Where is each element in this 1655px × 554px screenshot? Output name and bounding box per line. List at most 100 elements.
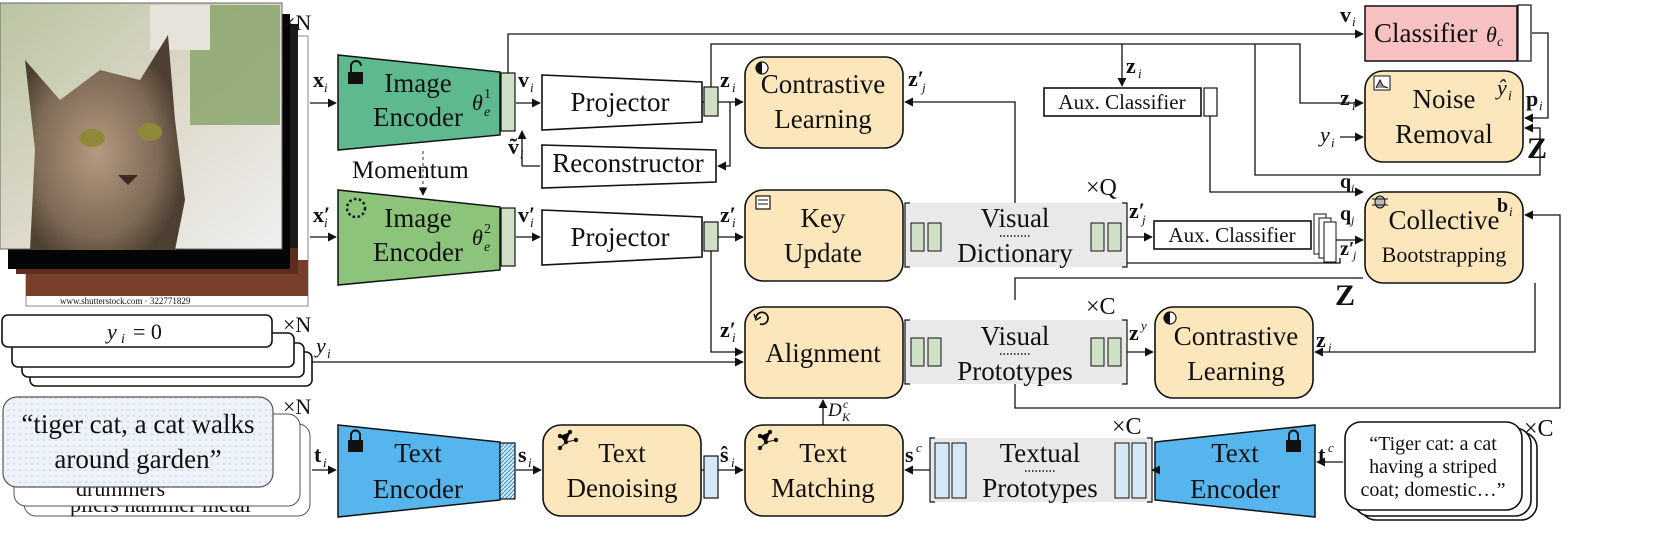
sym-zj-dict-sub: j (1140, 212, 1146, 227)
caption-line-2: around garden” (54, 444, 221, 474)
sym-z-contrastive2-sub: i (1328, 340, 1332, 355)
feature-aux2-stack-1 (1323, 221, 1337, 263)
collective-b-sub: i (1509, 204, 1513, 219)
image-encoder-1-param-sub: e (484, 105, 490, 120)
sym-d: D (827, 400, 842, 421)
half-circle-icon-fill (1164, 312, 1170, 324)
image-encoder-2-param-sub: e (484, 240, 490, 255)
projector-2-label: Projector (571, 222, 670, 252)
sym-d-sub: K (841, 410, 851, 424)
visual-dictionary-line2: Dictionary (957, 238, 1073, 268)
sym-z: z (720, 67, 730, 92)
sym-zj-dict: z′ (1129, 198, 1145, 223)
key-update-line1: Key (801, 203, 846, 233)
arrow-proto-collective (1014, 210, 1561, 409)
sym-sc-sup: c (916, 440, 922, 455)
momentum-label: Momentum (352, 157, 469, 184)
aux-classifier-2-label: Aux. Classifier (1168, 223, 1295, 247)
text-encoder-right: Text Encoder (1154, 424, 1316, 518)
sym-zp: z′ (720, 202, 736, 227)
caption-stack-mult: ×N (283, 394, 311, 419)
sym-vt: ṽ (508, 134, 519, 159)
text-matching: Text Matching (744, 424, 904, 517)
connectors (310, 29, 1561, 475)
cat-nose (118, 175, 138, 185)
image-encoder-1-param: θ (472, 90, 483, 115)
classifier-box (1364, 5, 1518, 62)
alignment-label: Alignment (765, 338, 881, 368)
network-icon (757, 429, 779, 451)
sym-z-noise-sub: i (1352, 98, 1356, 113)
arrow-zp-alignment (710, 251, 744, 357)
sym-zp-align: z′ (720, 317, 736, 342)
label-stack: y i = 0 ×N (1, 312, 313, 387)
text-encoder-right-line1: Text (1211, 438, 1259, 468)
sym-xp: x′ (313, 202, 330, 227)
text-denoising-line2: Denoising (567, 473, 678, 503)
collective-bootstrapping-line2: Bootstrapping (1382, 242, 1507, 267)
collective-z-line (1014, 277, 1363, 300)
bug-icon (1372, 195, 1388, 209)
sym-zy-sup: y (1139, 318, 1147, 333)
description-line-1: “Tiger cat: a cat (1369, 433, 1497, 455)
textual-prototypes-line1: Textual (1000, 438, 1081, 468)
noise-removal-yhat: ŷ (1495, 75, 1507, 100)
contrastive-learning-1: Contrastive Learning (744, 56, 904, 149)
sym-q-stack: q (1340, 203, 1351, 225)
sym-s: s (518, 442, 527, 467)
sym-sc: s (905, 442, 914, 467)
image-stack: www.shutterstock.com · 322771829 ×N (0, 2, 311, 307)
proto-2 (927, 337, 942, 367)
dict-key-1 (910, 222, 925, 252)
sym-q-sub: i (1351, 181, 1354, 195)
sym-v-classifier-sub: i (1352, 14, 1356, 29)
sym-q: q (1340, 171, 1351, 193)
network-icon (557, 429, 579, 451)
description-line-3: coat; domestic…” (1361, 479, 1506, 501)
sym-p: p (1526, 86, 1538, 111)
dict-key-4 (1107, 222, 1122, 252)
image-stack-mult: ×N (283, 10, 311, 35)
sym-tc: t (1318, 442, 1326, 467)
arrow-p-noise-removal (1524, 32, 1549, 123)
visual-dictionary-mult: ×Q (1086, 175, 1117, 201)
symbols: x i x′ i v i v′ i ṽ i z i z′ i z′ i z′ j… (313, 2, 1543, 470)
cat-eye-left (79, 129, 105, 147)
noise-removal-yhat-sub: i (1508, 89, 1512, 104)
sym-shat-sub: i (731, 455, 735, 470)
sym-zj-collective-sub: j (1351, 248, 1357, 262)
aux-classifier-1 (1043, 87, 1202, 117)
feature-pi-classifier (1517, 4, 1532, 62)
big-z-bottom: Z (1335, 279, 1355, 312)
sym-y-labels: y (314, 333, 326, 358)
classifier-label: Classifier (1374, 18, 1477, 48)
reconstructor-label: Reconstructor (552, 148, 703, 178)
classifier-param: θ (1486, 22, 1497, 47)
text-encoder-left: Text Encoder (337, 424, 501, 518)
arrow-z-contrastive2 (1314, 283, 1536, 357)
image-encoder-2-line1: Image (384, 203, 451, 233)
visual-prototypes: Visual Prototypes ×C (904, 294, 1128, 386)
label-y: y (105, 319, 117, 344)
noise-removal-line1: Noise (1413, 84, 1476, 114)
sym-v: v (518, 67, 529, 92)
aux-classifier-1-label: Aux. Classifier (1058, 90, 1185, 114)
image-encoder-1-line1: Image (384, 68, 451, 98)
spinner-icon (345, 197, 367, 219)
feature-aux1 (1203, 87, 1218, 117)
sym-p-sub: i (1539, 98, 1543, 113)
sym-t: t (314, 442, 322, 467)
visual-prototypes-line1: Visual (981, 321, 1050, 351)
classifier: Classifier θ c (1364, 5, 1518, 62)
visual-dictionary-line1: Visual (981, 203, 1050, 233)
big-z-top: Z (1527, 132, 1547, 165)
projector-1 (541, 74, 703, 131)
noise-removal: Noise Removal ŷ i (1364, 70, 1524, 163)
text-encoder-left-line1: Text (394, 438, 442, 468)
sym-zp-align-sub: i (732, 330, 736, 345)
text-encoder-left-line2: Encoder (373, 474, 463, 504)
reconstructor (541, 144, 717, 189)
image-encoder-2: Image Encoder θ 2 e (337, 189, 501, 286)
sym-y-noise: y (1318, 122, 1330, 147)
